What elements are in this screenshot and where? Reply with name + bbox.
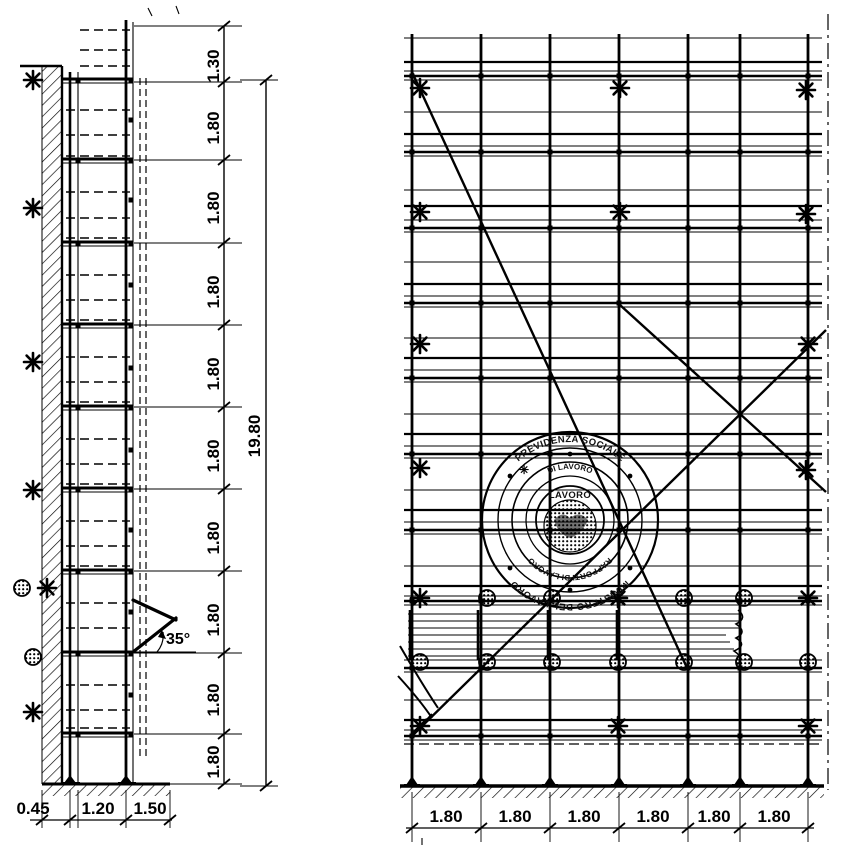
vdim-label: 1.80 bbox=[204, 683, 223, 716]
seal-mid-text: DI LAVORO bbox=[546, 462, 594, 476]
vertical-dimension-chain: 1.30 1.80 1.80 1.80 1.80 1.80 1.80 1.80 … bbox=[134, 20, 242, 790]
tie-marker-circle bbox=[543, 653, 561, 671]
tie-marker-circle bbox=[675, 589, 693, 607]
tie-marker-asterisk bbox=[795, 79, 817, 101]
seal-outer-ring bbox=[480, 430, 660, 610]
tie-marker-asterisk bbox=[409, 715, 431, 737]
scaffold-outer-guard-line bbox=[139, 78, 147, 760]
tie-marker-asterisk bbox=[609, 201, 631, 223]
tie-marker-asterisk bbox=[795, 203, 817, 225]
vdim-label: 1.80 bbox=[204, 275, 223, 308]
vdim-label: 1.80 bbox=[204, 603, 223, 636]
seal-ring-4 bbox=[525, 475, 615, 565]
seal-inner-ring bbox=[535, 485, 605, 555]
tie-marker-circle bbox=[13, 579, 31, 597]
bay-dim-label: 1.80 bbox=[636, 807, 669, 826]
vdim-label: 1.80 bbox=[204, 111, 223, 144]
tie-marker-asterisk bbox=[795, 459, 817, 481]
bay-dim-label: 1.80 bbox=[567, 807, 600, 826]
base-plates-elevation bbox=[62, 775, 136, 785]
tie-marker-circle bbox=[478, 589, 496, 607]
tie-marker-asterisk bbox=[797, 715, 819, 737]
bay-dim-label: 1.80 bbox=[429, 807, 462, 826]
tie-marker-asterisk bbox=[22, 351, 44, 373]
vdim-label: 1.80 bbox=[204, 439, 223, 472]
seal-center-text: LAVORO bbox=[549, 490, 591, 501]
seal-ring-3 bbox=[511, 461, 629, 579]
bay-dim-label: 1.80 bbox=[697, 807, 730, 826]
hdim-label: 1.50 bbox=[133, 799, 166, 818]
hdim-label: 0.45 bbox=[16, 799, 49, 818]
tie-marker-asterisk bbox=[22, 69, 44, 91]
vdim-label: 1.80 bbox=[204, 745, 223, 778]
tie-marker-asterisk bbox=[36, 577, 58, 599]
building-wall bbox=[20, 64, 64, 784]
tie-marker-circle bbox=[478, 653, 496, 671]
vdim-label: 1.80 bbox=[204, 191, 223, 224]
tie-marker-circle bbox=[609, 653, 627, 671]
angle-label: 35° bbox=[166, 631, 190, 648]
tie-marker-asterisk bbox=[409, 457, 431, 479]
ground-line-plan bbox=[400, 784, 824, 798]
horizontal-dimension-chain-elevation: 0.45 1.20 1.50 bbox=[16, 790, 177, 828]
brace-35-degree-detail: 35° bbox=[131, 598, 196, 654]
overall-height-label: 19.80 bbox=[245, 415, 264, 458]
tie-marker-circle bbox=[411, 653, 429, 671]
stray-marks bbox=[147, 5, 423, 845]
tie-marker-circle bbox=[675, 653, 693, 671]
bay-dim-label: 1.80 bbox=[757, 807, 790, 826]
overall-height-dimension: 19.80 bbox=[240, 74, 278, 792]
tie-marker-asterisk bbox=[409, 587, 431, 609]
tie-marker-asterisk bbox=[22, 197, 44, 219]
base-plates-plan bbox=[404, 776, 816, 787]
tie-marker-circle bbox=[735, 589, 753, 607]
tie-marker-asterisk bbox=[609, 77, 631, 99]
tie-marker-asterisk bbox=[22, 701, 44, 723]
bay-dimension-chain: 1.80 1.80 1.80 1.80 1.80 1.80 bbox=[405, 792, 815, 842]
hdim-label: 1.20 bbox=[81, 799, 114, 818]
vdim-label: 1.80 bbox=[204, 357, 223, 390]
tie-marker-asterisk bbox=[607, 715, 629, 737]
section-elevation-left: 35° bbox=[13, 20, 278, 828]
working-deck-detail bbox=[408, 609, 744, 666]
tie-marker-asterisk bbox=[22, 479, 44, 501]
tie-marker-asterisk bbox=[409, 201, 431, 223]
bay-dim-label: 1.80 bbox=[498, 807, 531, 826]
front-elevation-right: 1.80 1.80 1.80 1.80 1.80 1.80 bbox=[397, 14, 829, 842]
tie-marker-asterisk bbox=[409, 333, 431, 355]
tie-marker-asterisk bbox=[409, 77, 431, 99]
tie-marker-asterisk bbox=[797, 587, 819, 609]
seal-stars bbox=[519, 464, 529, 475]
tie-marker-circle bbox=[799, 653, 817, 671]
ground-line-elevation bbox=[42, 782, 170, 796]
vdim-label: 1.30 bbox=[204, 49, 223, 82]
scaffold-lifts-elevation bbox=[62, 29, 134, 738]
scaffold-ledgers-plan bbox=[404, 37, 822, 745]
tie-marker-circle bbox=[24, 648, 42, 666]
vdim-label: 1.80 bbox=[204, 521, 223, 554]
seal-emblem bbox=[543, 499, 597, 553]
brace-diagonal-2 bbox=[619, 304, 827, 493]
tie-marker-circle bbox=[735, 653, 753, 671]
tie-marker-asterisk bbox=[797, 333, 819, 355]
